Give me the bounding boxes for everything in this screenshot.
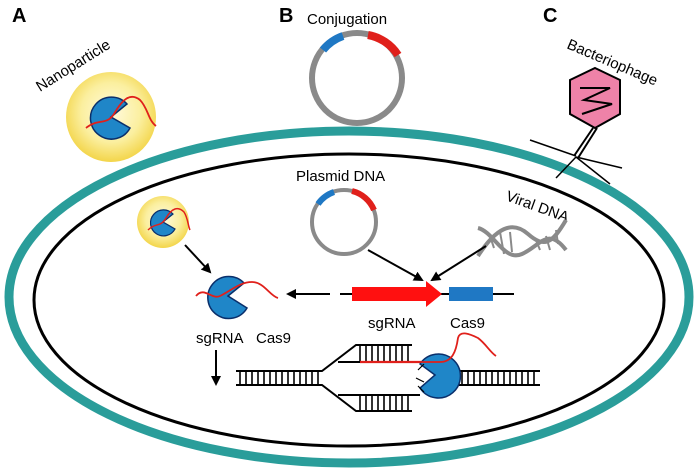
panel-letter-a: A	[12, 5, 26, 27]
cas9-gene-block	[449, 287, 493, 301]
complex-sgrna-label: sgRNA	[196, 330, 244, 347]
cas9-bound-icon	[412, 332, 497, 399]
panel-letter-c: C	[543, 5, 557, 27]
sgrna-strand-icon	[85, 95, 157, 129]
conjugation-plasmid	[309, 30, 405, 126]
gene-sgrna-label: sgRNA	[368, 315, 416, 332]
sgrna-gene-arrow	[352, 281, 442, 307]
bacterial-outer-membrane	[4, 126, 694, 468]
bacterial-inner-membrane	[32, 152, 666, 448]
plasmid-dna-label: Plasmid DNA	[296, 168, 385, 185]
bacteriophage-icon	[529, 66, 623, 185]
target-dna-icon	[236, 344, 540, 412]
plasmid-dna-icon	[310, 188, 378, 256]
arrow-plasmid-to-gene	[367, 249, 424, 281]
sgrna-cas9-complex	[195, 275, 279, 320]
arrow-nanoparticle-to-complex	[184, 244, 212, 274]
nanoparticle-outside	[66, 72, 157, 162]
nanoparticle-inside	[137, 196, 191, 248]
conjugation-label: Conjugation	[307, 11, 387, 28]
gene-cas9-label: Cas9	[450, 315, 485, 332]
complex-cas9-label: Cas9	[256, 330, 291, 347]
gene-construct	[340, 281, 514, 307]
arrow-viral-to-gene	[430, 245, 487, 282]
panel-letter-b: B	[279, 5, 293, 27]
viral-dna-helix-icon	[476, 218, 568, 258]
